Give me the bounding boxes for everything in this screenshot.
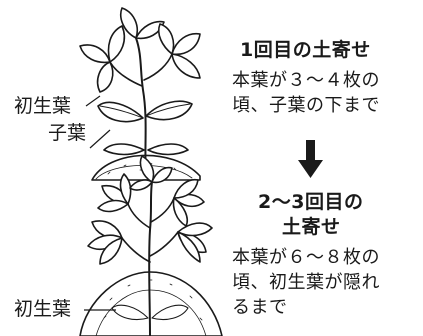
primary-leaf-left [97, 101, 144, 123]
trifoliate-leaf [171, 53, 201, 79]
leader-primary-leaf-stage1 [85, 95, 101, 107]
trifoliate-leaf [157, 23, 175, 55]
stem-stage1 [135, 37, 147, 177]
soil-mound-stage2 [79, 271, 223, 336]
trifoliate-leaf [97, 199, 129, 213]
stage2-desc-line1: 本葉が６～８枚の [232, 247, 380, 268]
stage2-heading-line1: 2～3回目の [258, 191, 364, 213]
stage1-desc-line1: 本葉が３～４枚の [232, 70, 380, 91]
trifoliate-leaf [96, 61, 114, 93]
trifoliate-leaf [151, 166, 173, 184]
stage1-desc-line2: 頃、子葉の下まで [232, 95, 380, 116]
trifoliate-leaf [177, 231, 201, 263]
primary-leaf-right [145, 100, 193, 121]
trifoliate-leaf [119, 173, 132, 205]
stage2-desc-line2: 頃、初生葉が隠れ [232, 272, 380, 293]
plant-stage2 [79, 155, 223, 336]
trifoliate-leaf [107, 25, 126, 63]
trifoliate-leaf [177, 222, 213, 237]
plant-stage1 [79, 7, 201, 181]
down-arrow-icon [298, 140, 323, 178]
trifoliate-leaf [139, 155, 155, 183]
trifoliate-leaf [79, 44, 111, 64]
trifoliate-leaf [171, 32, 201, 56]
trifoliate-leaf [129, 179, 153, 191]
cotyledon-right [147, 143, 189, 156]
trifoliate-leaf [120, 7, 138, 39]
label-primary-leaf-stage2: 初生葉 [14, 298, 72, 320]
trifoliate-leaf [135, 20, 165, 40]
trifoliate-leaf [172, 197, 189, 227]
stem-stage2 [148, 181, 153, 336]
trifoliate-leaf [99, 237, 123, 265]
stage2-heading-line2: 土寄せ [282, 216, 341, 238]
stage1-heading: 1回目の土寄せ [240, 39, 371, 61]
label-cotyledon: 子葉 [48, 122, 87, 144]
cotyledon-left [103, 143, 145, 156]
stage2-desc-line3: るまで [232, 297, 288, 318]
leader-cotyledon [89, 129, 111, 149]
label-primary-leaf-stage1: 初生葉 [14, 95, 72, 117]
trifoliate-leaf [173, 178, 199, 199]
